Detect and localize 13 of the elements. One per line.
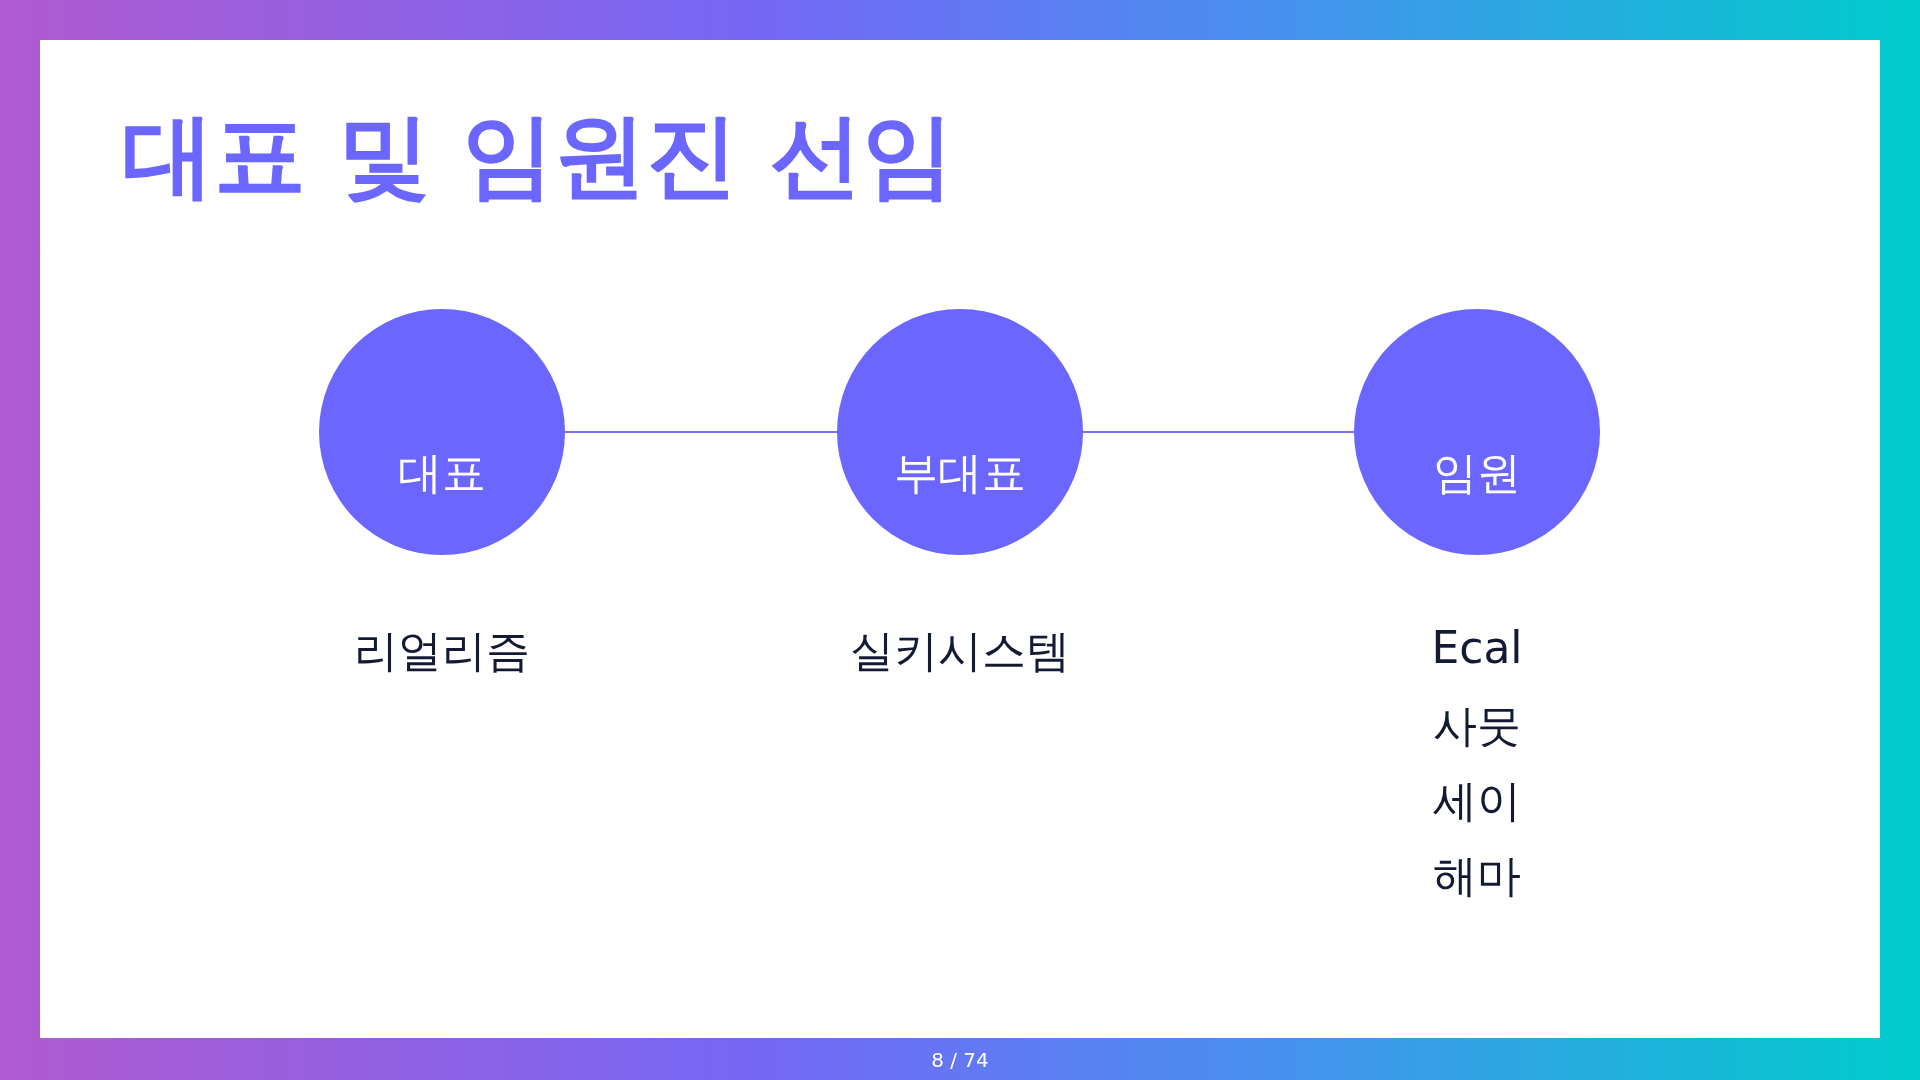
name-label: Ecal xyxy=(1431,622,1523,673)
circle-label: 임원 xyxy=(1432,446,1522,500)
connector-line xyxy=(564,431,838,433)
circle-label: 대표 xyxy=(397,446,487,500)
circle-label: 부대표 xyxy=(893,446,1027,500)
name-label: 해마 xyxy=(1433,849,1521,903)
name-label: 리얼리즘 xyxy=(354,624,530,678)
slide-title: 대표 및 임원진 선임 xyxy=(122,105,955,207)
page-number: 8 / 74 xyxy=(931,1048,989,1072)
connector-line xyxy=(1082,431,1355,433)
name-label: 실키시스템 xyxy=(850,624,1070,678)
name-label: 사뭇 xyxy=(1433,699,1521,753)
name-label: 세이 xyxy=(1433,774,1521,828)
